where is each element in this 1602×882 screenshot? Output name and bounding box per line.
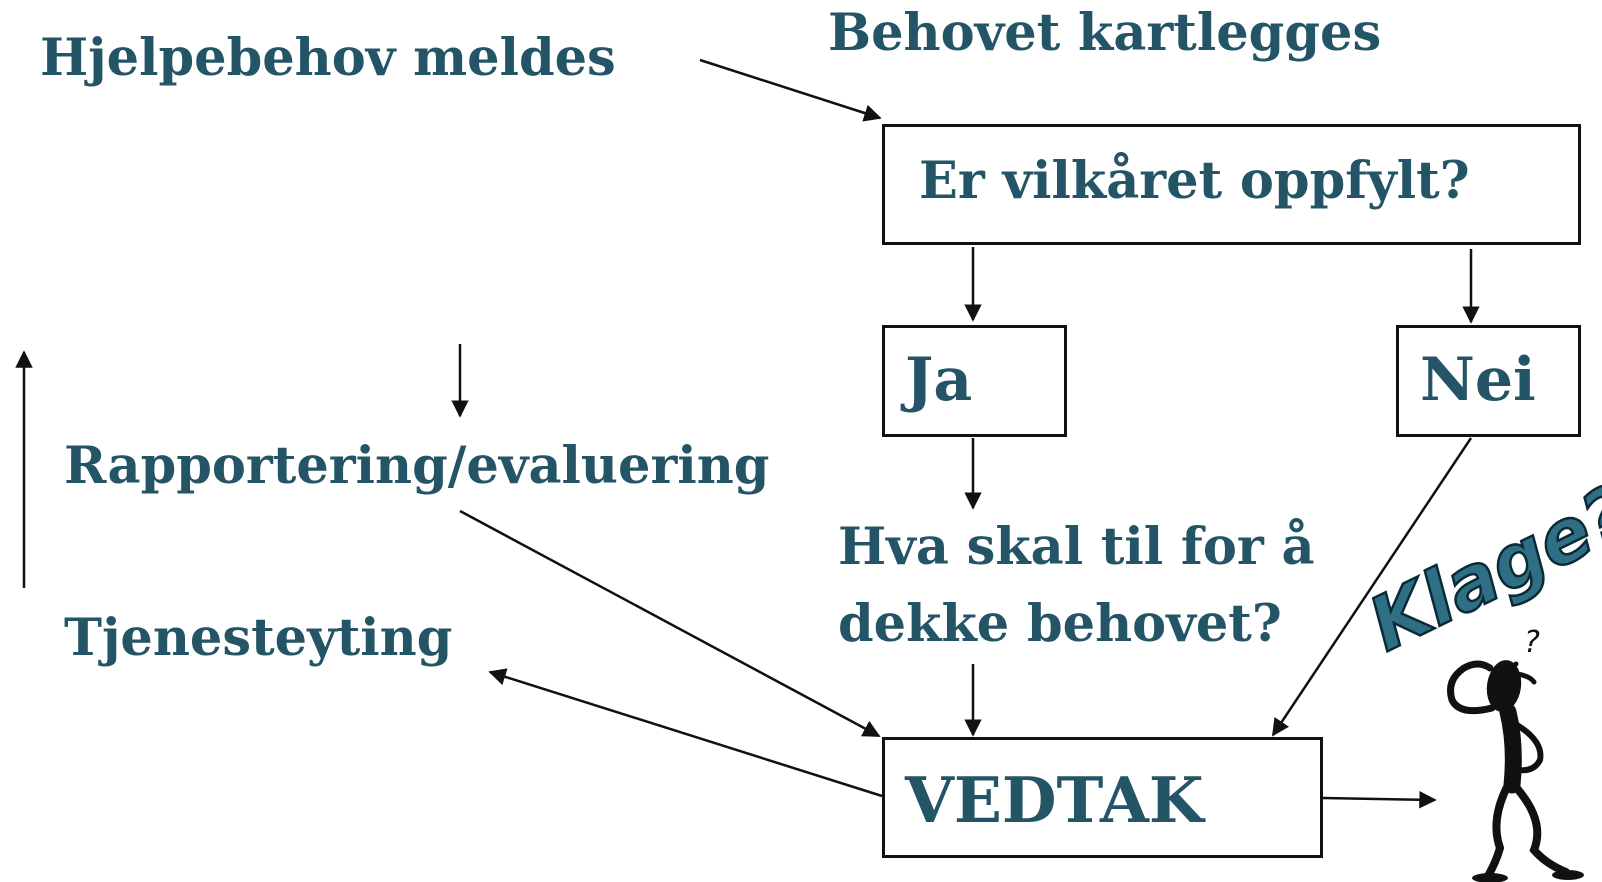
klage-wordart: Klage? <box>1356 469 1602 668</box>
box-vilkaar: Er vilkåret oppfylt? <box>882 124 1581 245</box>
box-vilkaar-label: Er vilkåret oppfylt? <box>919 151 1470 211</box>
box-vedtak: VEDTAK <box>882 737 1323 858</box>
label-rapportering-evaluering: Rapportering/evaluering <box>64 436 770 496</box>
label-tjenesteyting: Tjenesteyting <box>64 608 453 668</box>
arrow-hjelpebehov-to-vilkaar <box>699 58 882 122</box>
question-mark: ? <box>1524 625 1540 660</box>
box-nei: Nei <box>1396 325 1581 437</box>
arrow-nei-to-vedtak <box>1271 437 1473 737</box>
arrow-vedtak-to-klage <box>1322 790 1437 809</box>
box-vedtak-label: VEDTAK <box>905 763 1204 837</box>
label-hjelpebehov-meldes: Hjelpebehov meldes <box>40 28 616 88</box>
label-hva-skal-til-line2: dekke behovet? <box>838 594 1282 654</box>
arrow-rapportering-to-vedtak <box>459 509 881 738</box>
box-ja: Ja <box>882 325 1067 437</box>
thinking-person-icon: ? <box>1447 625 1584 882</box>
box-ja-label: Ja <box>905 345 973 415</box>
label-behovet-kartlegges: Behovet kartlegges <box>828 3 1382 63</box>
label-hva-skal-til-line1: Hva skal til for å <box>838 517 1315 577</box>
arrow-vedtak-to-tjenesteyting <box>488 668 883 798</box>
box-nei-label: Nei <box>1420 345 1536 415</box>
